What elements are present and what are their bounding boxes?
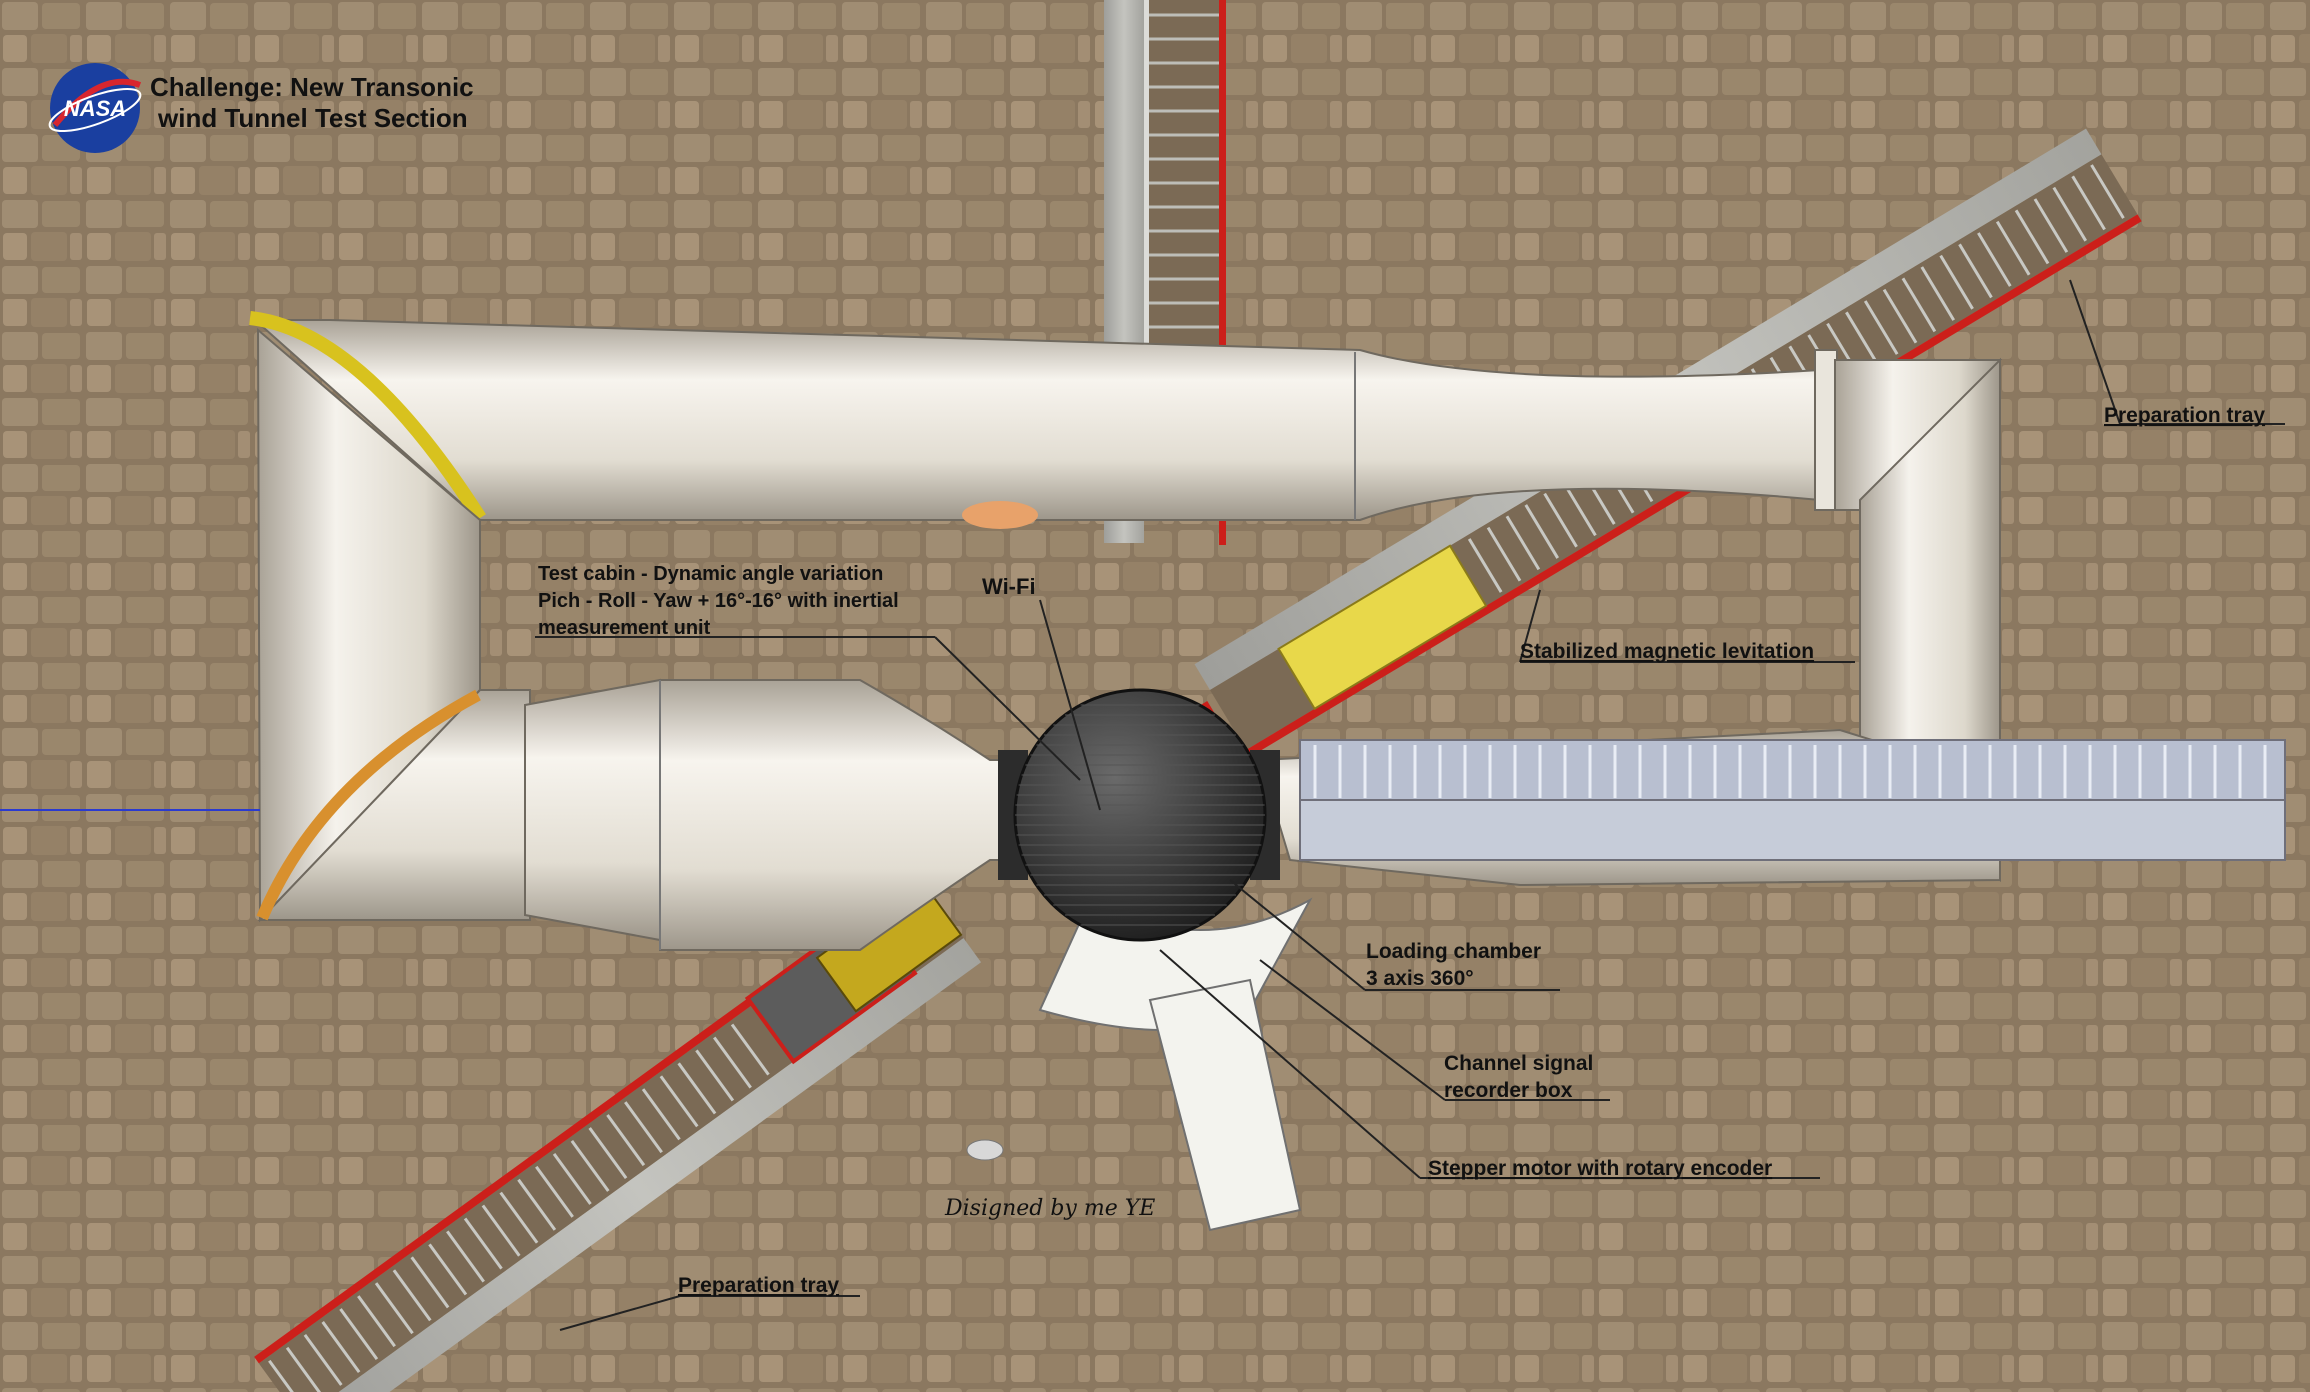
channel-recorder-label-2: recorder box xyxy=(1444,1079,1573,1102)
title-line-1: Challenge: New Transonic xyxy=(150,72,474,102)
leader-lines xyxy=(535,279,2285,1331)
test-cabin-sphere xyxy=(998,688,1280,942)
test-cabin-label-3: measurement unit xyxy=(538,617,711,639)
right-walkway xyxy=(1299,739,2286,861)
preparation-tray-top-label: Preparation tray xyxy=(2104,404,2265,427)
signature-text: Disigned by me YE xyxy=(944,1196,1155,1221)
upper-return-duct xyxy=(249,311,2003,522)
loading-chamber-label-2: 3 axis 360° xyxy=(1366,967,1474,990)
loading-chamber-label-1: Loading chamber xyxy=(1366,940,1541,963)
test-cabin-label-1: Test cabin - Dynamic angle variation xyxy=(538,563,883,585)
preparation-tray-bottom-label: Preparation tray xyxy=(678,1274,839,1297)
nasa-logo-icon: NASA xyxy=(48,63,142,153)
lower-left-ramp xyxy=(254,874,982,1392)
channel-recorder-label-1: Channel signal xyxy=(1444,1052,1593,1075)
test-cabin-label-2: Pich - Roll - Yaw + 16°-16° with inertia… xyxy=(538,590,899,612)
title-line-2: wind Tunnel Test Section xyxy=(157,103,468,133)
designer-signature: Disigned by me YE xyxy=(944,1139,1155,1221)
stabilized-levitation-label: Stabilized magnetic levitation xyxy=(1520,640,1814,663)
wifi-label: Wi-Fi xyxy=(982,574,1036,599)
settling-chamber xyxy=(256,678,1001,951)
logo-text: NASA xyxy=(64,96,126,121)
top-ramp xyxy=(1104,0,1226,545)
orange-fitting xyxy=(962,501,1038,529)
stepper-motor-label: Stepper motor with rotary encoder xyxy=(1428,1157,1772,1180)
